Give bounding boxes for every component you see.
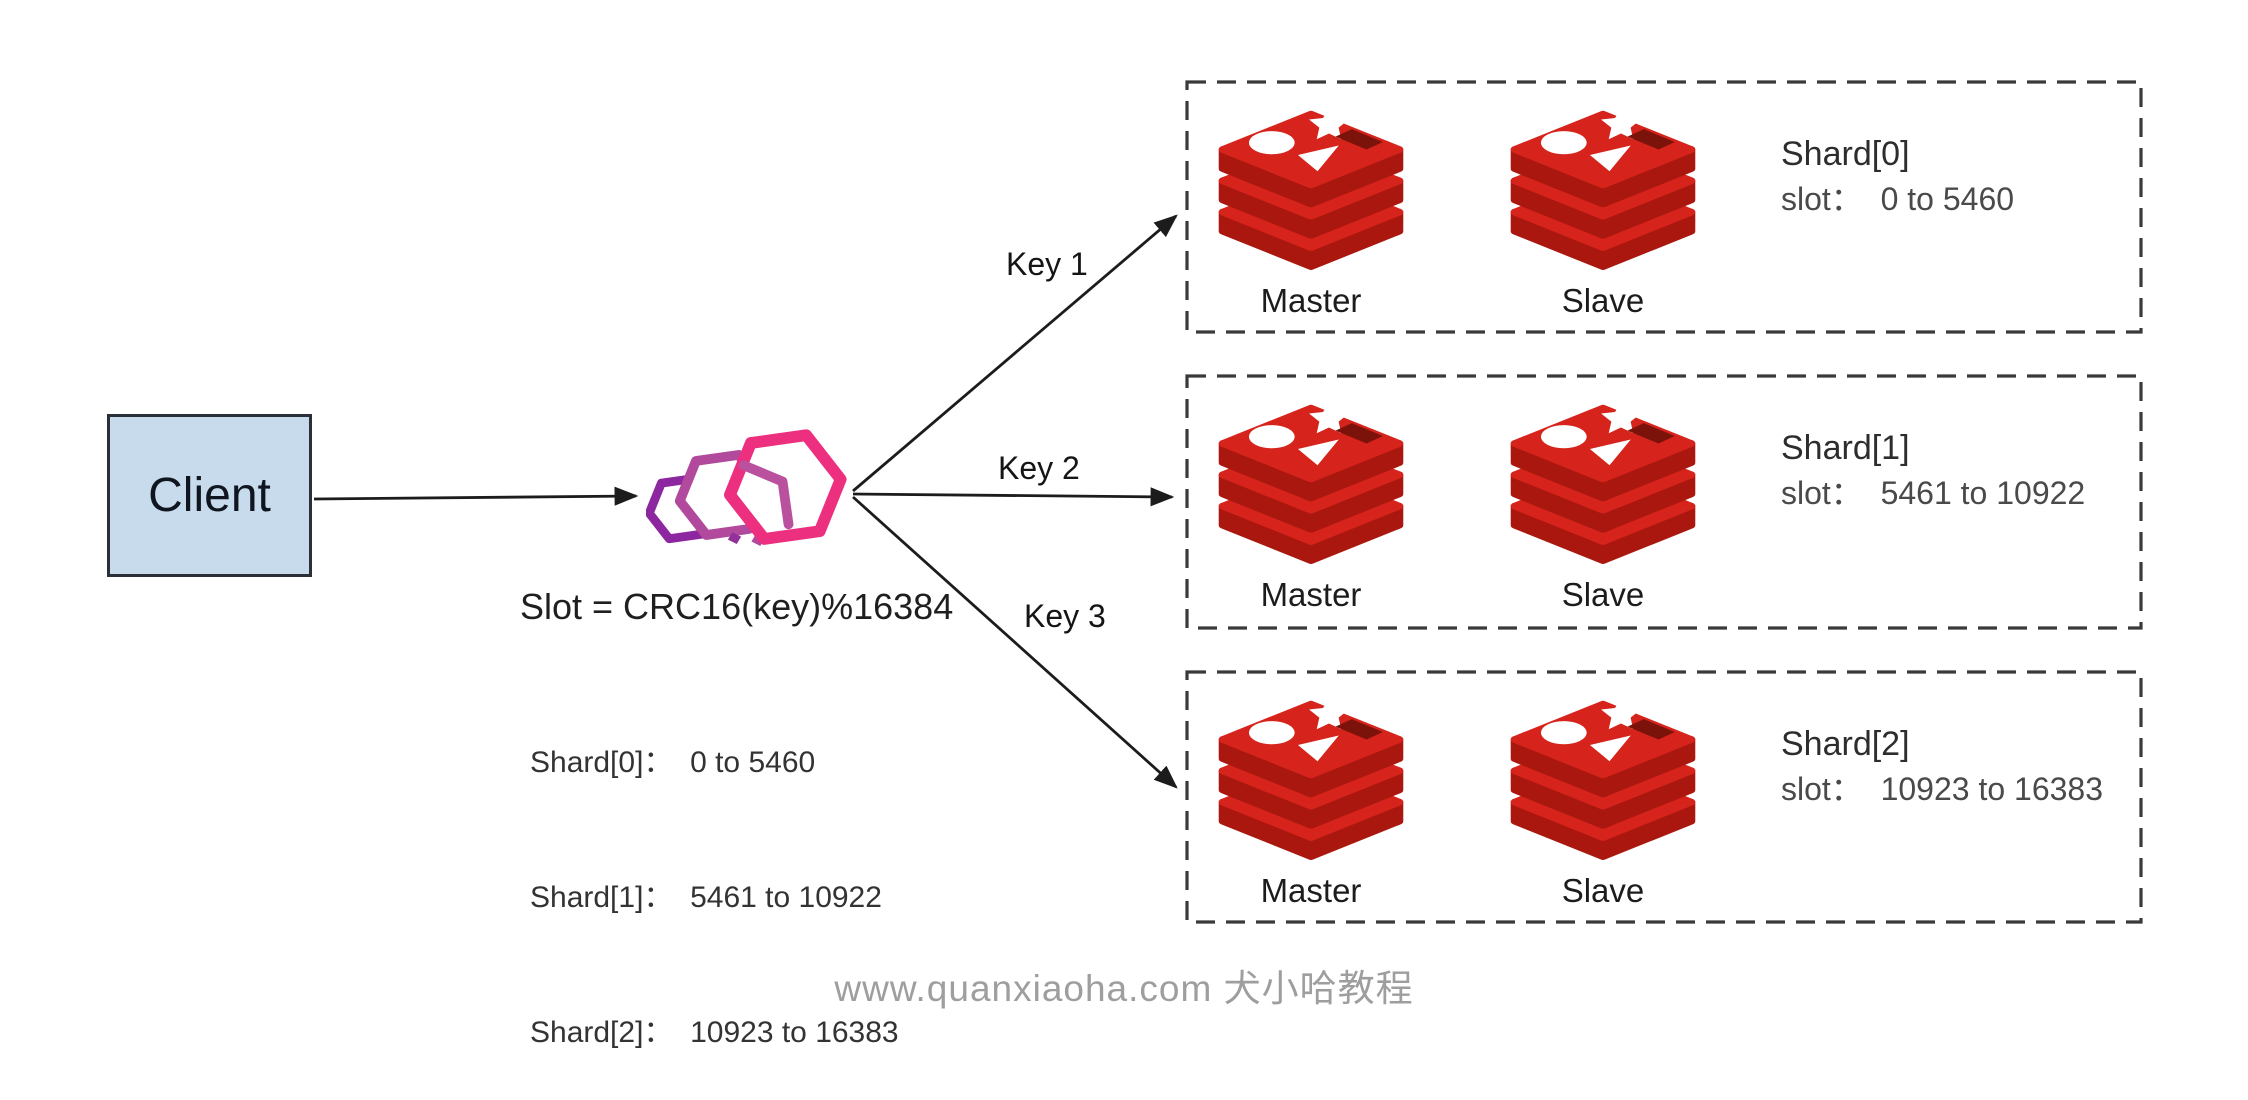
- master-label: Master: [1260, 576, 1362, 613]
- dashed-border: [1185, 374, 2143, 630]
- shard-title: Shard[2]: [1781, 725, 1910, 763]
- shard0-box: Master Slave Shard[0] slot： 0 to 5460: [1185, 80, 2143, 334]
- key3-label: Key 3: [1024, 598, 1106, 634]
- slave-label: Slave: [1561, 872, 1645, 909]
- arrow-key3: [852, 495, 1178, 789]
- master-label: Master: [1260, 872, 1362, 909]
- shard-title: Shard[0]: [1781, 135, 1910, 173]
- dashed-border: [1185, 80, 2143, 334]
- shard2-box: Master Slave Shard[2] slot： 10923 to 163…: [1185, 670, 2143, 924]
- slot-mapping-line: Shard[2]： 10923 to 16383: [530, 1016, 899, 1049]
- arrow-client-to-hash: [313, 486, 639, 506]
- shard-slot-range: slot： 5461 to 10922: [1781, 475, 2086, 511]
- watermark: www.quanxiaoha.com 犬小哈教程: [834, 968, 1414, 1009]
- master-node: Master: [1211, 106, 1411, 320]
- client-label: Client: [148, 469, 271, 522]
- redis-icon: [1213, 696, 1409, 862]
- slave-node: Slave: [1503, 400, 1703, 614]
- slot-mapping-line: Shard[0]： 0 to 5460: [530, 746, 816, 779]
- shard-title: Shard[1]: [1781, 429, 1910, 467]
- hash-formula: Slot = CRC16(key)%16384: [520, 586, 954, 627]
- slave-label: Slave: [1561, 576, 1645, 613]
- redis-icon: [1505, 696, 1701, 862]
- shard1-box: Master Slave Shard[1] slot： 5461 to 1092…: [1185, 374, 2143, 630]
- slave-node: Slave: [1503, 696, 1703, 910]
- dashed-border: [1185, 670, 2143, 924]
- client-node: Client: [107, 414, 312, 577]
- arrow-key2: [852, 487, 1175, 507]
- key2-label: Key 2: [998, 450, 1080, 486]
- slave-node: Slave: [1503, 106, 1703, 320]
- master-node: Master: [1211, 400, 1411, 614]
- shard-slot-range: slot： 10923 to 16383: [1781, 771, 2104, 807]
- shard-info: Shard[0] slot： 0 to 5460: [1781, 132, 2014, 222]
- shard-info: Shard[1] slot： 5461 to 10922: [1781, 426, 2085, 516]
- redis-cluster-sharding-diagram: { "client": { "label": "Client" }, "hash…: [107, 80, 2143, 1049]
- redis-icon: [1213, 106, 1409, 272]
- hexagon-cluster-icon: [646, 429, 847, 546]
- slot-mapping-list: Shard[0]： 0 to 5460 Shard[1]： 5461 to 10…: [530, 650, 899, 1100]
- slot-mapping-line: Shard[1]： 5461 to 10922: [530, 881, 882, 914]
- redis-icon: [1505, 106, 1701, 272]
- master-label: Master: [1260, 282, 1362, 319]
- shard-slot-range: slot： 0 to 5460: [1781, 181, 2015, 217]
- slave-label: Slave: [1561, 282, 1645, 319]
- key1-label: Key 1: [1006, 246, 1088, 282]
- redis-icon: [1213, 400, 1409, 566]
- redis-icon: [1505, 400, 1701, 566]
- shard-info: Shard[2] slot： 10923 to 16383: [1781, 722, 2103, 812]
- master-node: Master: [1211, 696, 1411, 910]
